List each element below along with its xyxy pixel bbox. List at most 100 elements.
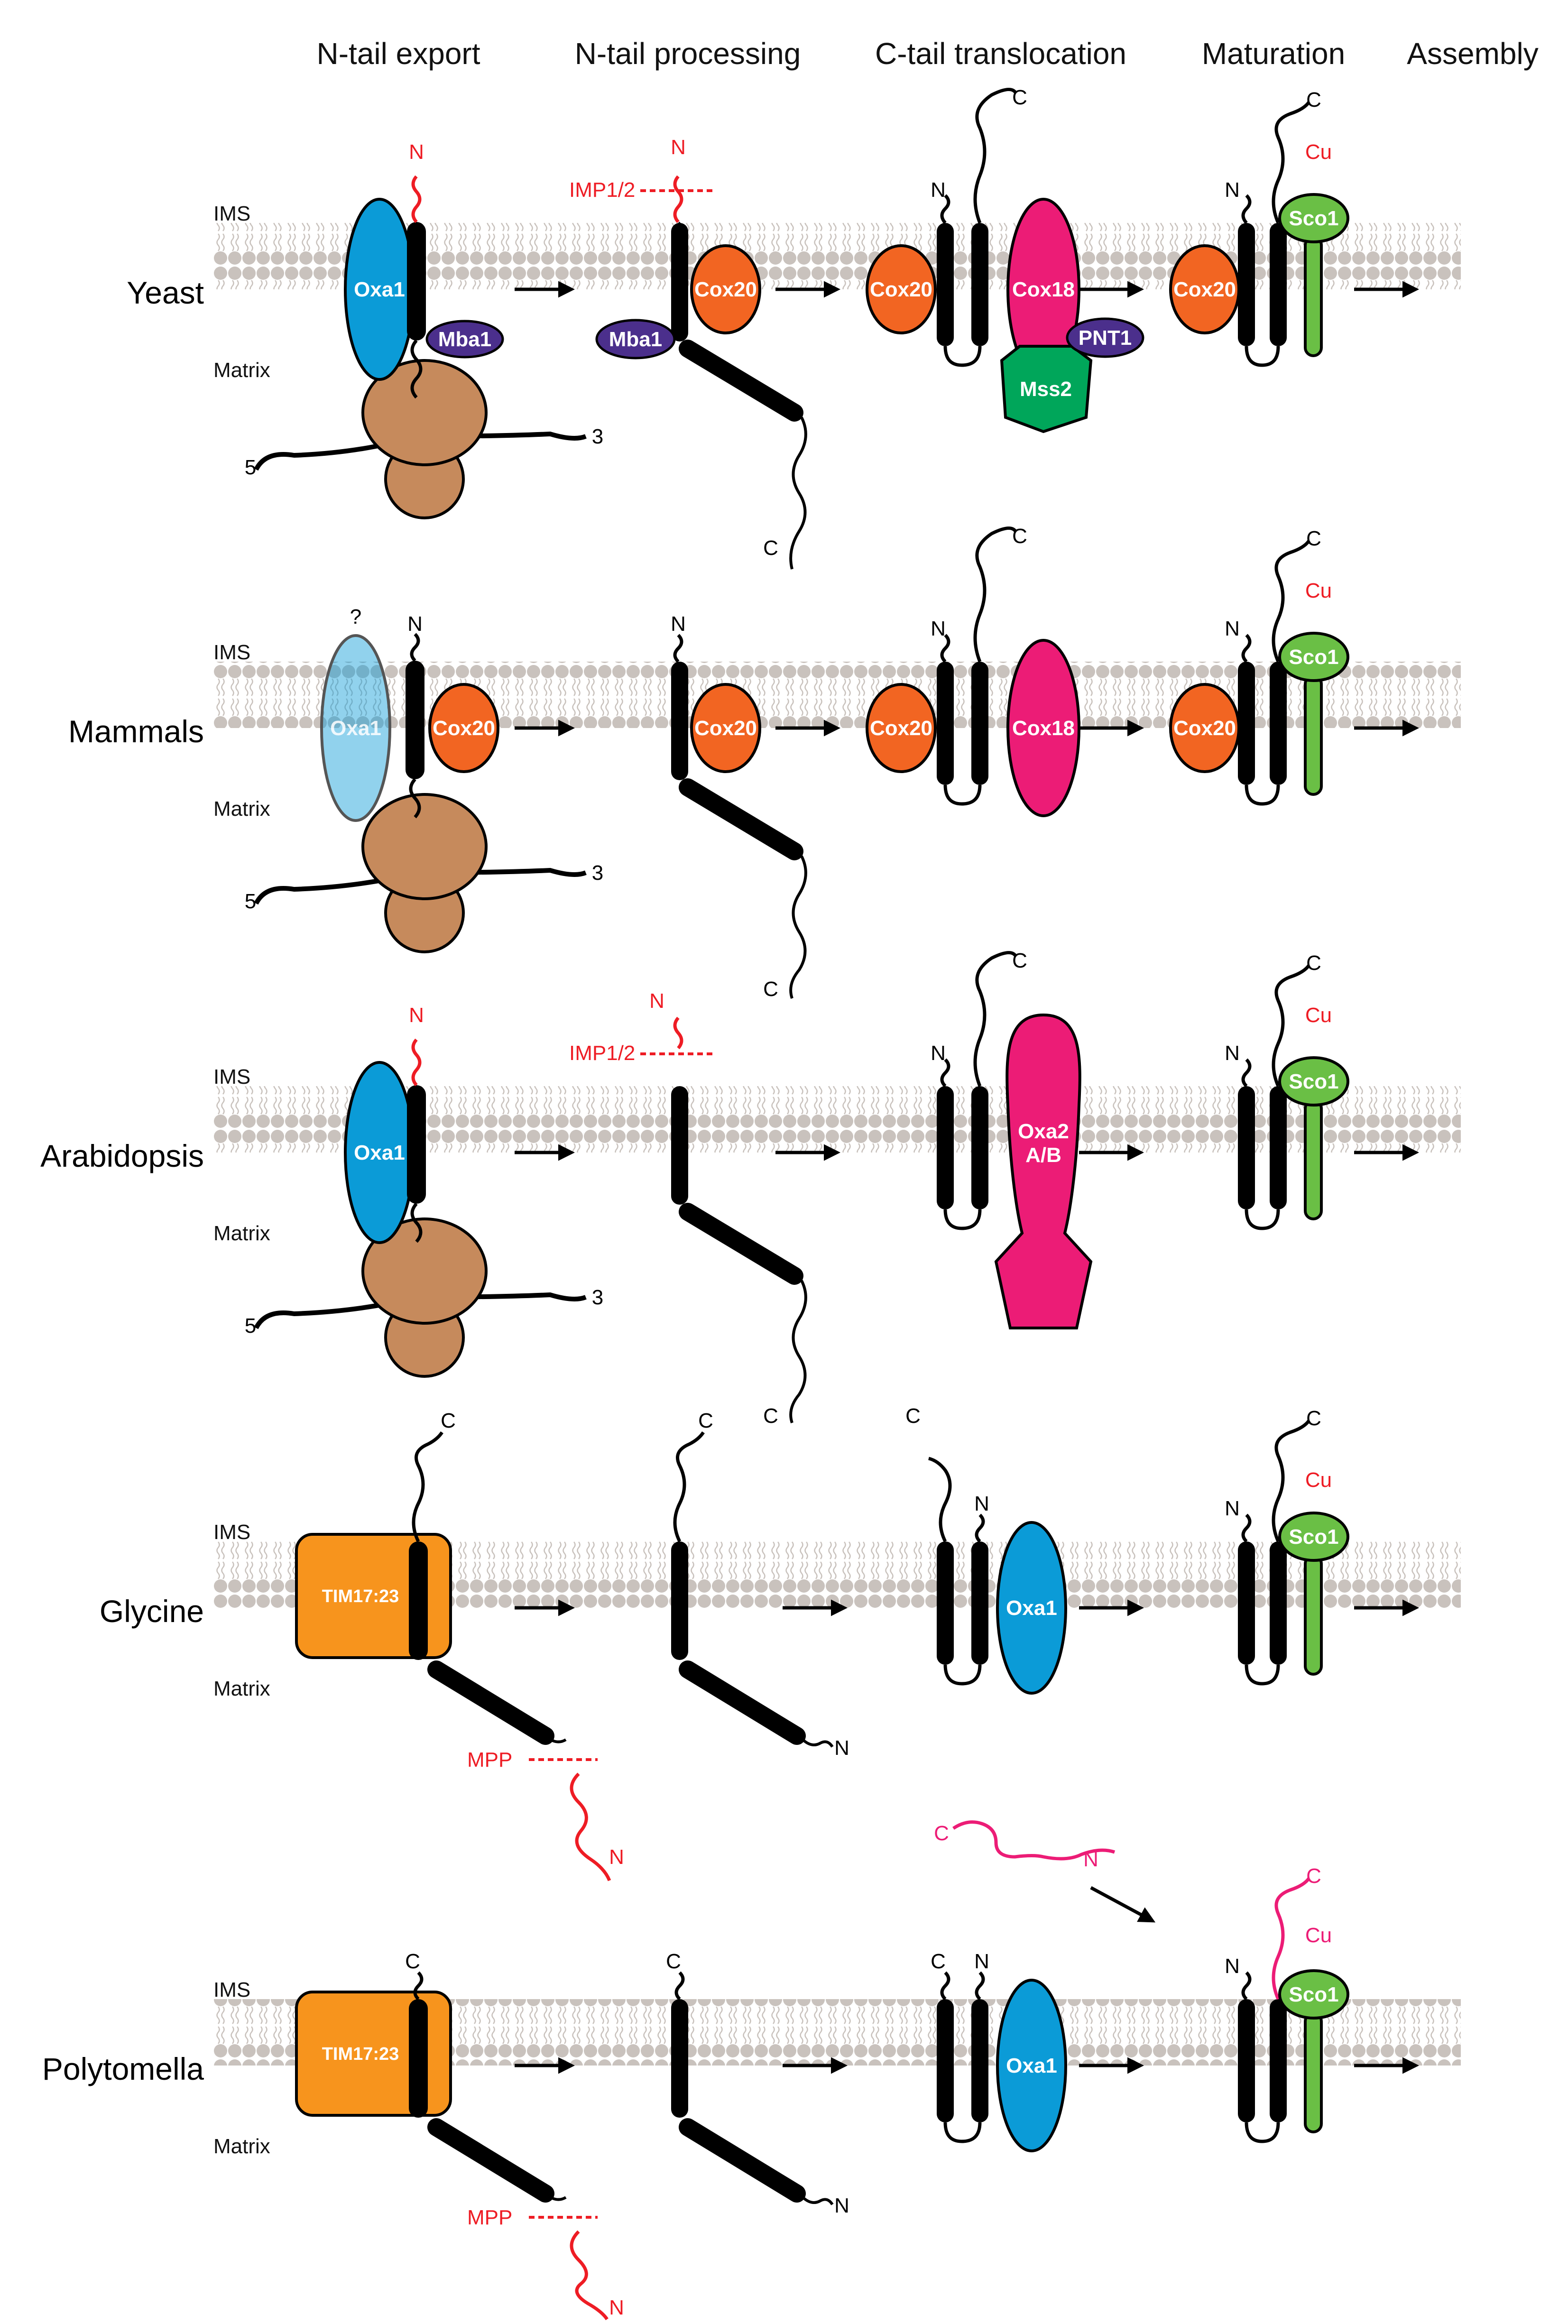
row-mammals: Mammals IMS Matrix 5 3 Oxa1 ? N Cox20 N … — [68, 525, 1461, 1001]
mrna-5-prime-label: 5 — [245, 456, 256, 479]
n-terminus-label: N — [609, 1845, 624, 1869]
matrix-loop — [1245, 1664, 1280, 1686]
mrna-3-prime-label: 3 — [592, 425, 603, 448]
matrix-loop — [1245, 2122, 1280, 2143]
cleaved-presequence — [570, 2230, 609, 2321]
cox18-label: Cox18 — [1012, 278, 1075, 301]
cu-label: Cu — [1305, 140, 1332, 164]
stage-headers: N-tail export N-tail processing C-tail t… — [317, 37, 1539, 71]
nascent-chain — [410, 339, 423, 399]
n-tail — [975, 1513, 985, 1543]
c-terminal-domain — [679, 778, 803, 860]
oxa1-label: Oxa1 — [330, 717, 381, 740]
c-tail — [674, 1971, 685, 2001]
c-tail-pink — [1272, 1877, 1310, 2000]
stage-header-assembly: Assembly — [1407, 37, 1538, 71]
transmembrane-helix-1 — [937, 1999, 954, 2122]
transmembrane-helix — [407, 1085, 426, 1204]
ims-label: IMS — [213, 1065, 250, 1088]
n-terminal-domain — [679, 2118, 806, 2203]
n-tail — [940, 1058, 950, 1088]
n-tail-stub — [552, 1738, 567, 1743]
n-tail — [1241, 1513, 1252, 1543]
cox20 — [866, 683, 937, 773]
n-terminus-label: N — [1225, 1497, 1240, 1520]
n-tail — [803, 2197, 834, 2205]
n-terminal-domain — [679, 1660, 806, 1745]
c-terminus-label: C — [763, 1404, 778, 1428]
organism-label: Glycine — [100, 1594, 204, 1629]
n-terminus-label: N — [834, 2194, 849, 2217]
n-terminus-label: N — [1225, 1042, 1240, 1065]
matrix-loop — [1245, 346, 1280, 367]
sco1 — [1278, 193, 1349, 243]
c-terminus-label: C — [1012, 949, 1027, 972]
oxa1-label: Oxa1 — [1006, 1596, 1057, 1620]
n-terminus-label: N — [671, 612, 686, 636]
transmembrane-helix — [409, 1999, 428, 2118]
n-terminus-label: N — [834, 1736, 849, 1760]
n-terminus-label: N — [1225, 178, 1240, 202]
cox2b-fragment — [952, 1820, 1116, 1861]
c-terminus-label: C — [441, 1409, 456, 1432]
cox20 — [428, 683, 499, 773]
cox20 — [690, 244, 761, 334]
stage-header-n-tail-processing: N-tail processing — [575, 37, 801, 71]
transmembrane-helix-1 — [937, 662, 954, 785]
cu-label: Cu — [1305, 1924, 1332, 1947]
nascent-chain — [409, 778, 421, 819]
sco1 — [1278, 632, 1349, 682]
cox20-label: Cox20 — [870, 717, 932, 740]
c-tail — [789, 416, 807, 570]
transmembrane-helix — [671, 1086, 688, 1205]
oxa1 — [996, 1979, 1067, 2152]
c-terminal-domain — [679, 1203, 803, 1285]
c-tail — [789, 1280, 807, 1423]
nascent-chain — [410, 1202, 423, 1243]
c-tail — [973, 951, 1017, 1087]
n-terminus-label: N — [974, 1492, 989, 1515]
mpp-label: MPP — [467, 1748, 512, 1771]
pnt1-label: PNT1 — [1079, 326, 1132, 350]
c-terminus-label: C — [1012, 525, 1027, 548]
c-tail — [928, 1457, 952, 1542]
transmembrane-helix-2 — [971, 662, 988, 785]
mrna-5-prime-label: 5 — [245, 890, 256, 913]
cleaved-presequence — [570, 1772, 611, 1881]
sco1-transmembrane — [1304, 1099, 1323, 1220]
oxa1 — [996, 1521, 1067, 1695]
c-terminus-label-pink: C — [1306, 1864, 1321, 1888]
matrix-loop — [1245, 1209, 1280, 1230]
stage-header-maturation: Maturation — [1202, 37, 1345, 71]
n-terminal-domain — [427, 1660, 554, 1745]
imp-label: IMP1/2 — [569, 178, 635, 202]
c-terminus-label-pink: C — [934, 1822, 949, 1845]
c-terminus-label: C — [763, 978, 778, 1001]
c-terminus-label: C — [905, 1404, 921, 1428]
mpp-label: MPP — [467, 2206, 512, 2229]
organism-label: Mammals — [68, 714, 204, 749]
oxa1-label: Oxa1 — [354, 278, 405, 301]
matrix-loop — [1245, 784, 1280, 806]
transmembrane-helix — [671, 1541, 688, 1660]
tim17-23-label: TIM17:23 — [322, 1586, 399, 1606]
c-tail — [673, 1431, 705, 1542]
mss2-label: Mss2 — [1020, 378, 1072, 401]
c-terminus-label: C — [1306, 951, 1321, 975]
n-terminus-label: N — [931, 1042, 946, 1065]
n-tail — [803, 1739, 834, 1748]
n-tail — [1241, 634, 1252, 663]
n-terminus-label: N — [407, 612, 423, 636]
cox20-label: Cox20 — [870, 278, 932, 301]
n-terminus-label-pink: N — [1083, 1848, 1098, 1871]
sco1-transmembrane — [1304, 236, 1323, 357]
c-terminus-label: C — [405, 1950, 420, 1973]
cox18-label: Cox18 — [1012, 717, 1075, 740]
cleaved-n-tail — [673, 1016, 683, 1050]
n-tail — [1241, 1058, 1252, 1088]
c-terminus-label: C — [666, 1950, 681, 1973]
c-terminal-domain — [679, 340, 803, 422]
n-tail — [940, 634, 950, 663]
transmembrane-helix-1 — [1238, 662, 1255, 785]
sco1-label: Sco1 — [1289, 1525, 1338, 1549]
